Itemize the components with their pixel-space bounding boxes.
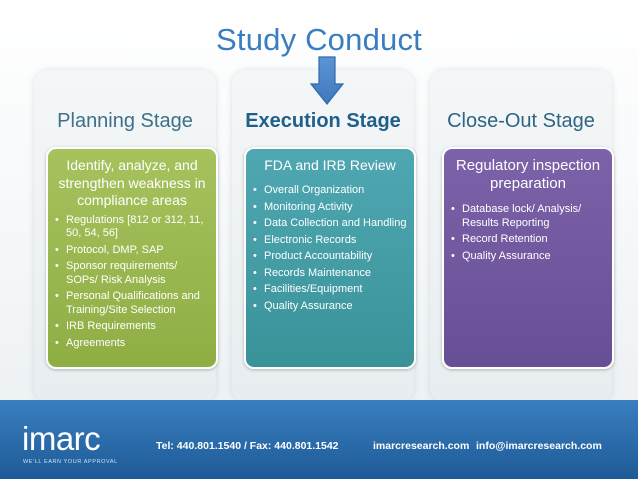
planning-item-list: Regulations [812 or 312, 11, 50, 54, 56]…	[48, 214, 216, 351]
list-item: Sponsor requirements/ SOPs/ Risk Analysi…	[55, 260, 210, 287]
list-item: Records Maintenance	[253, 267, 408, 281]
execution-card-heading: FDA and IRB Review	[264, 157, 396, 173]
list-item: Product Accountability	[253, 250, 408, 264]
closeout-stage-label: Close-Out Stage	[447, 110, 595, 132]
list-item: Electronic Records	[253, 234, 408, 248]
planning-card: Identify, analyze, and strengthen weakne…	[46, 147, 218, 369]
list-item: Agreements	[55, 337, 210, 351]
list-item: IRB Requirements	[55, 320, 210, 334]
closeout-card: Regulatory inspection preparation Databa…	[442, 147, 614, 369]
closeout-item-list: Database lock/ Analysis/ Results Reporti…	[444, 203, 612, 263]
planning-card-heading: Identify, analyze, and strengthen weakne…	[58, 157, 206, 208]
list-item: Database lock/ Analysis/ Results Reporti…	[451, 203, 606, 230]
closeout-card-heading: Regulatory inspection preparation	[455, 157, 601, 192]
footer-bar	[0, 400, 638, 479]
list-item: Regulations [812 or 312, 11, 50, 54, 56]	[55, 214, 210, 241]
footer-email: info@imarcresearch.com	[476, 440, 602, 452]
list-item: Quality Assurance	[451, 250, 606, 264]
footer-website: imarcresearch.com	[373, 440, 470, 452]
logo-tagline: WE'LL EARN YOUR APPROVAL	[23, 459, 118, 465]
imarc-logo: imarc	[22, 420, 101, 457]
footer-phone-fax: Tel: 440.801.1540 / Fax: 440.801.1542	[156, 440, 339, 452]
list-item: Overall Organization	[253, 184, 408, 198]
planning-stage-label: Planning Stage	[57, 110, 193, 132]
execution-item-list: Overall Organization Monitoring Activity…	[246, 184, 414, 313]
down-arrow-icon	[309, 56, 345, 105]
list-item: Record Retention	[451, 233, 606, 247]
list-item: Monitoring Activity	[253, 201, 408, 215]
list-item: Data Collection and Handling	[253, 217, 408, 231]
execution-stage-label: Execution Stage	[245, 110, 401, 132]
list-item: Protocol, DMP, SAP	[55, 244, 210, 258]
list-item: Personal Qualifications and Training/Sit…	[55, 290, 210, 317]
execution-card: FDA and IRB Review Overall Organization …	[244, 147, 416, 369]
list-item: Facilities/Equipment	[253, 283, 408, 297]
list-item: Quality Assurance	[253, 300, 408, 314]
page-title: Study Conduct	[216, 22, 422, 57]
